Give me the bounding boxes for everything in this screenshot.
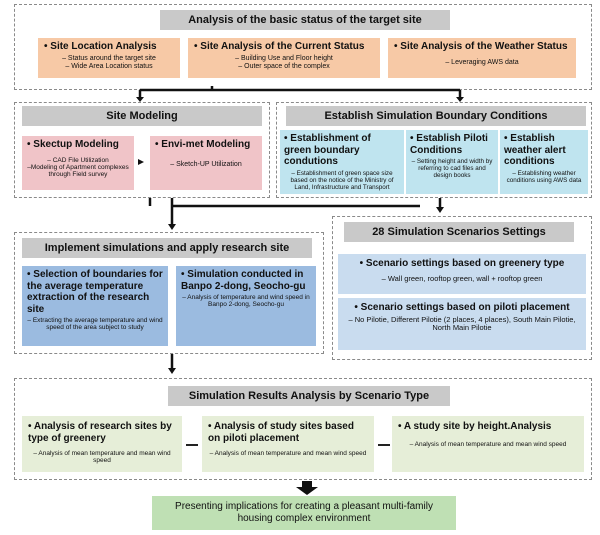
piloti-scenario-head: • Scenario settings based on piloti plac…	[354, 302, 570, 313]
boundary-selection-box: • Selection of boundaries for the averag…	[22, 266, 168, 346]
arrow-to-results-analysis	[168, 368, 176, 374]
banpo-simulation-sub: – Analysis of temperature and wind speed…	[182, 294, 310, 309]
section-scenario-settings	[332, 216, 592, 360]
section-boundary-conditions-title: Establish Simulation Boundary Conditions	[286, 106, 586, 126]
height-analysis-sub: – Analysis of mean temperature and mean …	[409, 440, 567, 448]
site-weather-status-head: • Site Analysis of the Weather Status	[394, 41, 568, 52]
site-weather-status-sub: – Leveraging AWS data	[445, 58, 519, 66]
sketchup-modeling-box: • Skectup Modeling – CAD File Utilizatio…	[22, 136, 134, 190]
weather-alert-sub: – Establishing weather conditions using …	[506, 169, 582, 184]
section-site-modeling-title: Site Modeling	[22, 106, 262, 126]
arrow-to-scenario-settings	[436, 207, 444, 213]
site-weather-status-box: • Site Analysis of the Weather Status – …	[388, 38, 576, 78]
site-location-analysis-box: • Site Location Analysis – Status around…	[38, 38, 180, 78]
banpo-simulation-box: • Simulation conducted in Banpo 2-dong, …	[176, 266, 316, 346]
greenery-analysis-box: • Analysis of research sites by type of …	[22, 416, 182, 472]
height-analysis-head: • A study site by height.Analysis	[398, 421, 552, 432]
dash-separator-1	[186, 444, 198, 446]
boundary-selection-head: • Selection of boundaries for the averag…	[27, 269, 163, 315]
envimet-modeling-head: • Envi-met Modeling	[155, 139, 251, 150]
piloti-conditions-sub: – Setting height and width by referring …	[411, 158, 493, 180]
section-scenario-settings-title: 28 Simulation Scenarios Settings	[344, 222, 574, 242]
site-current-status-sub: – Building Use and Floor height – Outer …	[235, 54, 333, 70]
site-location-analysis-sub: – Status around the target site – Wide A…	[62, 54, 156, 70]
site-current-status-box: • Site Analysis of the Current Status – …	[188, 38, 380, 78]
section-results-analysis-title: Simulation Results Analysis by Scenario …	[168, 386, 450, 406]
greenery-scenario-sub: – Wall green, rooftop green, wall + roof…	[381, 273, 543, 283]
envimet-modeling-box: • Envi-met Modeling – Sketch-UP Utilizat…	[150, 136, 262, 190]
piloti-analysis-sub: – Analysis of mean temperature and mean …	[209, 450, 367, 457]
final-implications-box: Presenting implications for creating a p…	[152, 496, 456, 530]
envimet-modeling-sub: – Sketch-UP Utilization	[170, 160, 242, 168]
final-implications-text: Presenting implications for creating a p…	[175, 501, 433, 524]
greenery-scenario-head: • Scenario settings based on greenery ty…	[359, 258, 565, 269]
piloti-scenario-box: • Scenario settings based on piloti plac…	[338, 298, 586, 350]
section-implement-simulations-title: Implement simulations and apply research…	[22, 238, 312, 258]
piloti-conditions-head: • Establish Piloti Conditions	[410, 133, 488, 156]
site-location-analysis-head: • Site Location Analysis	[44, 41, 157, 52]
greenery-scenario-box: • Scenario settings based on greenery ty…	[338, 254, 586, 294]
height-analysis-box: • A study site by height.Analysis – Anal…	[392, 416, 584, 472]
section-boundary-conditions	[276, 102, 592, 198]
section-site-modeling	[14, 102, 270, 198]
piloti-scenario-sub: – No Pilotie, Different Pilotie (2 place…	[348, 314, 576, 333]
dash-separator-2	[378, 444, 390, 446]
sketchup-modeling-head: • Skectup Modeling	[27, 139, 119, 150]
site-current-status-head: • Site Analysis of the Current Status	[194, 41, 365, 52]
piloti-conditions-box: • Establish Piloti Conditions – Setting …	[406, 130, 498, 194]
arrow-to-final	[296, 487, 318, 495]
banpo-simulation-head: • Simulation conducted in Banpo 2-dong, …	[181, 269, 306, 292]
greenery-analysis-sub: – Analysis of mean temperature and mean …	[33, 450, 171, 465]
section-basic-status-title: Analysis of the basic status of the targ…	[160, 10, 450, 30]
green-boundary-sub: – Establishment of green space size base…	[290, 169, 394, 191]
green-boundary-head: • Establishment of green boundary condut…	[284, 133, 371, 167]
piloti-analysis-head: • Analysis of study sites based on pilot…	[208, 421, 354, 444]
sketchup-modeling-sub: – CAD File Utilization –Modeling of Apar…	[27, 156, 129, 179]
greenery-analysis-head: • Analysis of research sites by type of …	[28, 421, 172, 444]
section-results-analysis	[14, 378, 592, 480]
piloti-analysis-box: • Analysis of study sites based on pilot…	[202, 416, 374, 472]
boundary-selection-sub: – Extracting the average temperature and…	[27, 317, 163, 332]
weather-alert-head: • Establish weather alert conditions	[504, 133, 566, 167]
arrow-to-implement-simulations	[168, 224, 176, 230]
weather-alert-box: • Establish weather alert conditions – E…	[500, 130, 588, 194]
section-implement-simulations	[14, 232, 324, 354]
green-boundary-box: • Establishment of green boundary condut…	[280, 130, 404, 194]
